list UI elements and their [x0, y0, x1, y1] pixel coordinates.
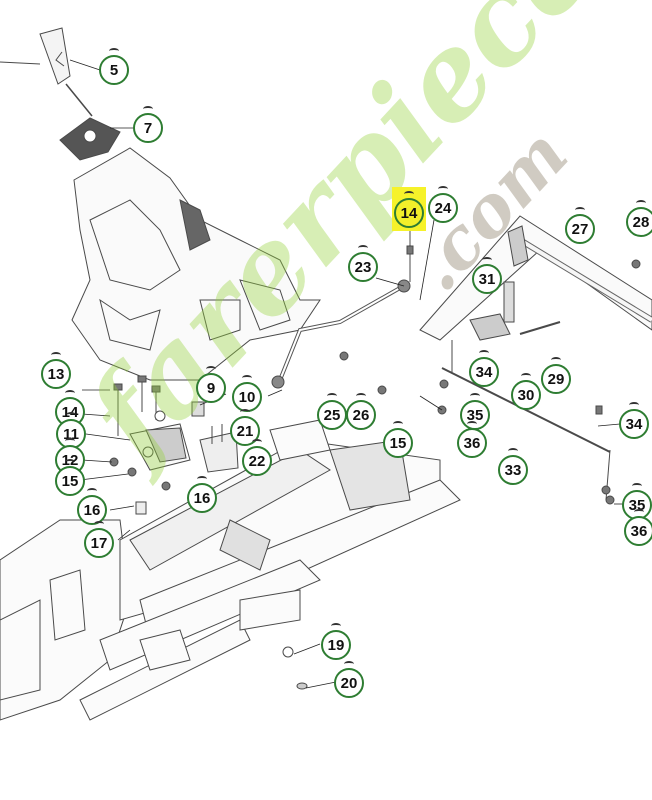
fasteners [109, 245, 641, 690]
callout-24[interactable]: 24 [428, 186, 458, 223]
callout-22[interactable]: 22 [242, 439, 272, 476]
callout-36[interactable]: 36 [457, 421, 487, 458]
callout-15[interactable]: 15 [55, 459, 85, 496]
callout-16[interactable]: 16 [77, 488, 107, 525]
sector-gear [129, 423, 191, 471]
callout-19[interactable]: 19 [321, 623, 351, 660]
steering-coupler [59, 117, 121, 161]
callout-33[interactable]: 33 [498, 448, 528, 485]
callout-13[interactable]: 13 [41, 352, 71, 389]
callout-17[interactable]: 17 [84, 521, 114, 558]
leader-lines [69, 59, 624, 689]
callout-34b[interactable]: 34 [619, 402, 649, 439]
callout-31[interactable]: 31 [472, 257, 502, 294]
callout-26[interactable]: 26 [346, 393, 376, 430]
steering-column [0, 27, 93, 117]
callout-7[interactable]: 7 [133, 106, 163, 143]
callout-9[interactable]: 9 [196, 366, 226, 403]
callout-5[interactable]: 5 [99, 48, 129, 85]
callout-25[interactable]: 25 [317, 393, 347, 430]
callout-10[interactable]: 10 [232, 375, 262, 412]
callout-27[interactable]: 27 [565, 207, 595, 244]
callout-29[interactable]: 29 [541, 357, 571, 394]
callout-20[interactable]: 20 [334, 661, 364, 698]
callout-14-highlighted[interactable]: 14 [394, 191, 424, 228]
callout-34[interactable]: 34 [469, 350, 499, 387]
callout-36b[interactable]: 36 [624, 509, 652, 546]
callout-28[interactable]: 28 [626, 200, 652, 237]
dash-housing [71, 147, 321, 381]
pivot-bracket [199, 424, 239, 473]
callout-15b[interactable]: 15 [383, 421, 413, 458]
callout-30[interactable]: 30 [511, 373, 541, 410]
tractor-frame [0, 419, 461, 721]
callout-16b[interactable]: 16 [187, 476, 217, 513]
axle-assembly [419, 215, 652, 501]
callout-23[interactable]: 23 [348, 245, 378, 282]
callout-21[interactable]: 21 [230, 409, 260, 446]
